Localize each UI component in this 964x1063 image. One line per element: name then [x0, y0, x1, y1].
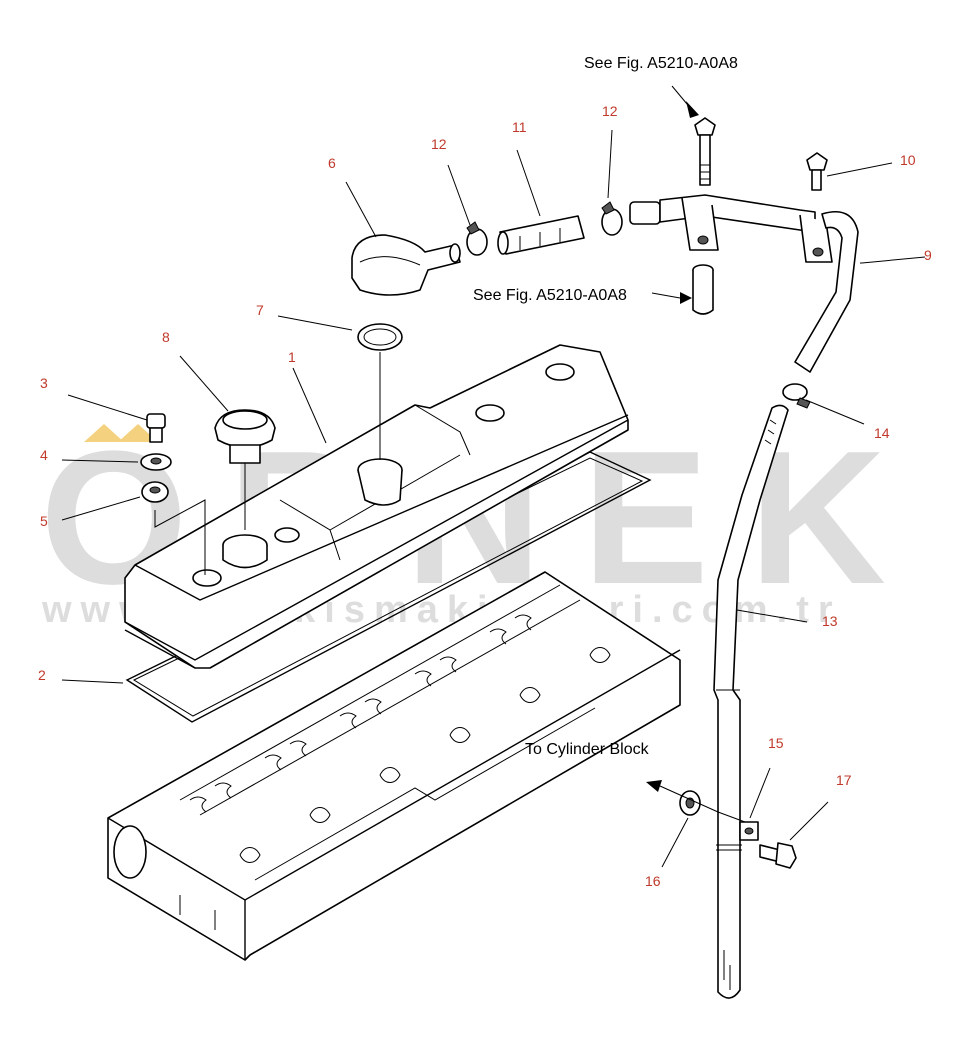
- note-to-cylinder-block: To Cylinder Block: [525, 741, 650, 758]
- callout-17: 17: [836, 772, 852, 788]
- callout-1: 1: [288, 349, 296, 365]
- bolt-10: [806, 152, 828, 191]
- callout-6: 6: [328, 155, 336, 171]
- hose-clamp-12a: [466, 221, 488, 256]
- hose-clamp-12b: [601, 201, 623, 236]
- bolt-see-fig: [694, 117, 716, 186]
- callout-10: 10: [900, 152, 916, 168]
- hose-clamp-14: [782, 383, 811, 409]
- breather-pipe: [629, 194, 833, 263]
- notes: See Fig. A5210-A0A8 See Fig. A5210-A0A8 …: [473, 55, 738, 758]
- callout-14: 14: [874, 425, 890, 441]
- valve-cover: [124, 344, 629, 669]
- note-see-fig-mid: See Fig. A5210-A0A8: [473, 287, 627, 304]
- arrowheads: [646, 101, 719, 813]
- callout-16: 16: [645, 873, 661, 889]
- note-see-fig-top: See Fig. A5210-A0A8: [584, 55, 738, 72]
- cylinder-head: [107, 571, 681, 961]
- breather-elbow-6: [351, 234, 461, 296]
- bolt-17: [759, 842, 797, 869]
- callout-15: 15: [768, 735, 784, 751]
- callouts: 1 2 3 4 5 6 7 8 9 10 11 12 12 13 14 15 1…: [38, 103, 932, 889]
- watermark-accent-mark: [84, 424, 124, 442]
- spacer: [692, 264, 714, 315]
- callout-4: 4: [40, 447, 48, 463]
- hose-9: [794, 210, 859, 373]
- callout-9: 9: [924, 247, 932, 263]
- tube-13: [713, 404, 789, 999]
- callout-13: 13: [822, 613, 838, 629]
- callout-2: 2: [38, 667, 46, 683]
- washer-4: [140, 453, 172, 471]
- o-ring-7: [357, 323, 403, 460]
- hose-11: [497, 215, 585, 255]
- callout-3: 3: [40, 375, 48, 391]
- callout-7: 7: [256, 302, 264, 318]
- callout-12b: 12: [602, 103, 618, 119]
- bolt-3: [146, 413, 166, 443]
- callout-8: 8: [162, 329, 170, 345]
- watermark-accent-mark-2: [118, 424, 158, 442]
- bracket-15: [739, 821, 759, 841]
- grommet-5: [141, 481, 206, 575]
- callout-11: 11: [512, 119, 527, 135]
- callout-12a: 12: [431, 136, 447, 152]
- leader-lines: [61, 85, 926, 868]
- callout-5: 5: [40, 513, 48, 529]
- oil-filler-cap-8: [214, 409, 276, 530]
